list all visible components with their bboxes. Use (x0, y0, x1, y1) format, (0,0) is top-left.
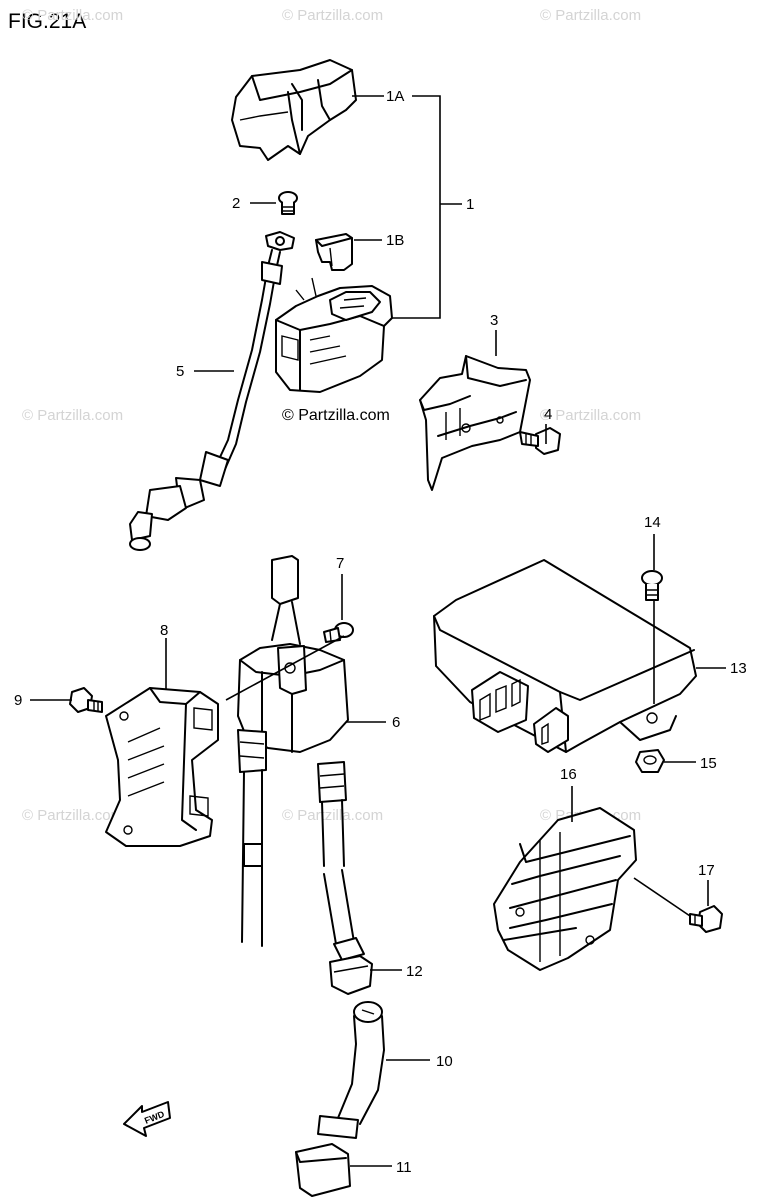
part-4-bolt[interactable] (519, 427, 561, 455)
part-14-screw[interactable] (641, 570, 663, 601)
callout-1b: 1B (386, 232, 404, 249)
part-10-spark-plug-cap[interactable] (317, 1001, 385, 1139)
callout-14: 14 (644, 514, 661, 531)
part-1b-fuse[interactable] (315, 233, 353, 271)
watermark-mid-left: © Partzilla.com (22, 407, 123, 424)
watermark-top-right: © Partzilla.com (540, 7, 641, 24)
part-12-plug-boot[interactable] (323, 869, 373, 995)
part-17-bolt[interactable] (689, 905, 723, 933)
watermark-top-left: © Partzilla.com (22, 7, 123, 24)
watermark-low-left: © Partzilla.com (22, 807, 123, 824)
part-2-screw[interactable] (278, 191, 298, 215)
part-13-control-unit[interactable] (433, 559, 697, 753)
leader-lines (30, 95, 726, 1167)
callout-2: 2 (232, 195, 240, 212)
forward-arrow-icon: FWD (123, 1101, 171, 1137)
part-9-bolt[interactable] (69, 687, 103, 713)
watermark-top-center: © Partzilla.com (282, 7, 383, 24)
callout-17: 17 (698, 862, 715, 879)
callout-labels: 1A 1 2 1B 5 3 4 14 13 15 7 8 9 6 16 17 1… (14, 88, 747, 1176)
callout-1: 1 (466, 196, 474, 213)
watermark-center-dark: © Partzilla.com (282, 407, 390, 424)
part-1-fuse-box[interactable] (275, 277, 393, 393)
part-16-regulator-rectifier[interactable] (493, 807, 637, 971)
callout-1a: 1A (386, 88, 404, 105)
callout-8: 8 (160, 622, 168, 639)
watermark-low-center: © Partzilla.com (282, 807, 383, 824)
watermark-mid-right: © Partzilla.com (540, 407, 641, 424)
part-6-ignition-coil[interactable] (237, 555, 349, 947)
part-1a-fuse-box-cover[interactable] (231, 59, 357, 161)
callout-9: 9 (14, 692, 22, 709)
callout-11: 11 (396, 1159, 412, 1176)
part-11-cover[interactable] (295, 1143, 351, 1197)
figure-title: FIG.21A (8, 10, 86, 33)
callout-7: 7 (336, 555, 344, 572)
callout-3: 3 (490, 312, 498, 329)
callout-16: 16 (560, 766, 577, 783)
part-7-screw[interactable] (323, 622, 354, 643)
part-15-nut[interactable] (635, 749, 665, 773)
callout-12: 12 (406, 963, 423, 980)
callout-13: 13 (730, 660, 747, 677)
part-5-ground-cable[interactable] (129, 231, 295, 551)
callout-4: 4 (544, 406, 552, 423)
callout-5: 5 (176, 363, 184, 380)
callout-6: 6 (392, 714, 400, 731)
callout-10: 10 (436, 1053, 453, 1070)
callout-15: 15 (700, 755, 717, 772)
part-3-bracket[interactable] (419, 355, 531, 491)
part-8-mounting-bracket[interactable] (105, 687, 219, 847)
